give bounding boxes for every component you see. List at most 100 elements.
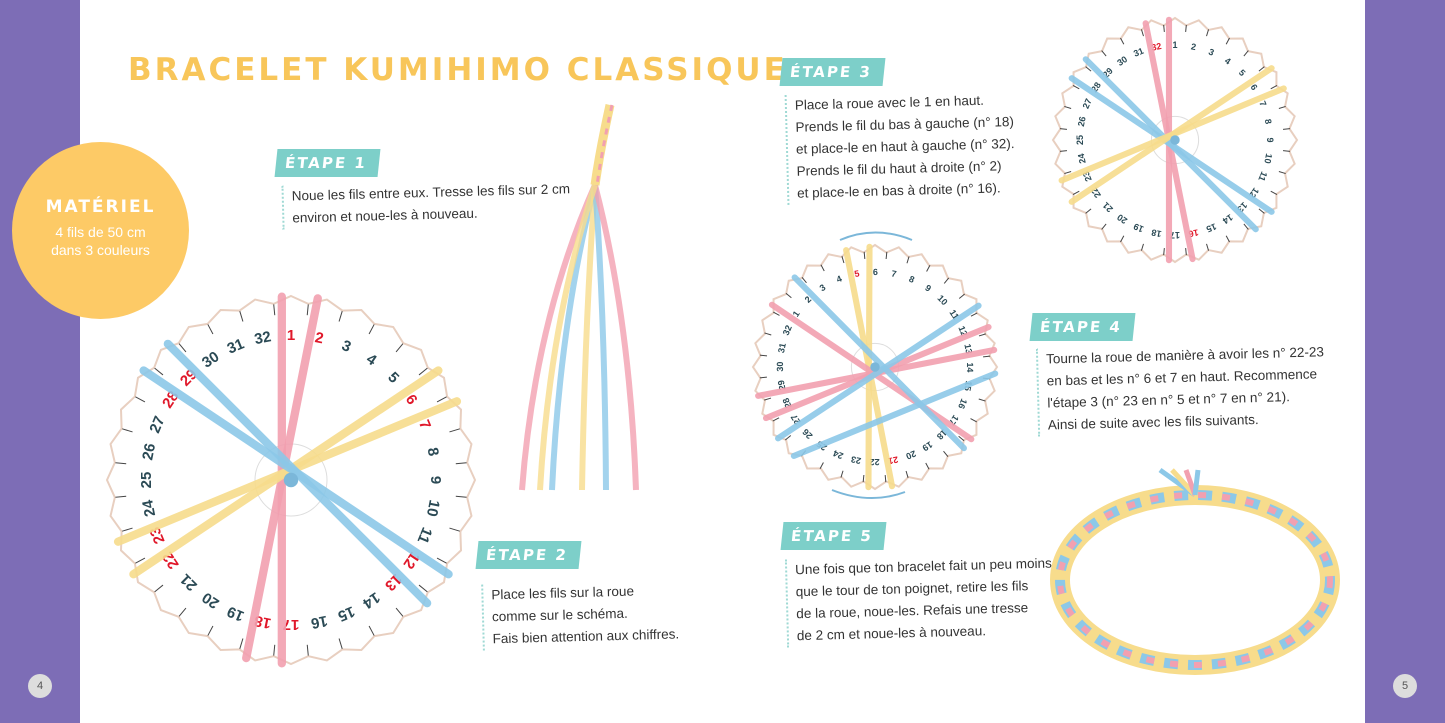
wheel-number: 24	[832, 448, 845, 461]
thread	[791, 274, 967, 452]
wheel-slot	[1185, 247, 1187, 256]
wheel-number: 19	[225, 602, 247, 624]
wheel-number: 1	[791, 309, 802, 319]
wheel-number: 2	[803, 294, 814, 305]
wheel-number: 26	[800, 427, 814, 441]
wheel-number: 1	[287, 327, 295, 344]
wheel-slot	[154, 584, 164, 593]
braid-illustration	[519, 104, 639, 491]
step-5-label: ÉTAPE 5	[780, 522, 887, 550]
wheel-number: 9	[1265, 137, 1275, 142]
wheel-number: 15	[335, 602, 357, 624]
wheel-slot	[820, 264, 825, 272]
step-3-text: Place la roue avec le 1 en haut.Prends l…	[784, 89, 1016, 205]
wheel-slot	[207, 625, 214, 636]
wheel-number: 3	[1207, 47, 1215, 58]
wheel-number: 5	[853, 268, 860, 279]
wheel-number: 23	[850, 454, 862, 466]
thread	[163, 339, 432, 608]
wheel-slot	[970, 418, 977, 423]
step-3-label: ÉTAPE 3	[779, 58, 886, 86]
wheel-slot	[368, 625, 375, 636]
wheel-slot	[764, 332, 772, 336]
wheel-slot	[764, 397, 772, 401]
wheel-slot	[1282, 150, 1291, 152]
page-number-left: 4	[28, 674, 52, 698]
thread	[1058, 85, 1287, 184]
wheel-number: 26	[1076, 116, 1088, 128]
wheel-slot	[1270, 190, 1278, 195]
wheel-number: 32	[253, 328, 273, 348]
wheel-number: 30	[775, 362, 785, 372]
wheel-slot	[1258, 66, 1265, 72]
wheel-slot	[1140, 243, 1144, 251]
thread	[790, 370, 999, 459]
wheel-number: 16	[1188, 227, 1200, 239]
wheel-slot	[1059, 150, 1068, 152]
left-border	[0, 0, 80, 723]
wheel-number: 30	[199, 348, 222, 371]
wheel-slot	[239, 311, 244, 322]
wheel-number: 27	[146, 414, 168, 436]
wheel-number: 31	[1132, 46, 1145, 59]
wheel-slot	[1206, 243, 1210, 251]
wheel-number: 32	[781, 324, 794, 337]
wheel-slot	[1120, 235, 1125, 243]
wheel-number: 21	[1101, 200, 1115, 214]
wheel-number: 25	[1075, 135, 1085, 145]
wheel-slot	[418, 367, 428, 376]
wheel-slot	[1064, 105, 1072, 109]
wheel-slot	[1225, 235, 1230, 243]
page-title: BRACELET KUMIHIMO CLASSIQUE	[128, 52, 788, 88]
material-line: 4 fils de 50 cm	[55, 224, 146, 240]
step-4-label: ÉTAPE 4	[1029, 313, 1136, 341]
wheel-slot	[773, 311, 780, 316]
wheel-slot	[943, 450, 949, 458]
wheel-slot	[306, 644, 309, 656]
wheel-number: 2	[313, 329, 324, 347]
material-badge: MATÉRIEL 4 fils de 50 cm dans 3 couleurs	[12, 142, 189, 319]
wheel-slot	[436, 557, 447, 564]
wheel-number: 9	[923, 283, 933, 294]
wheel-number: 20	[1115, 212, 1129, 226]
wheel-number: 19	[921, 439, 935, 453]
wheel-number: 20	[199, 588, 222, 611]
wheel-number: 8	[908, 274, 916, 285]
bracelet-illustration	[1050, 467, 1340, 675]
thread	[768, 301, 975, 443]
wheel-slot	[449, 428, 460, 433]
wheel-slot	[1163, 24, 1165, 33]
wheel-slot	[395, 343, 404, 353]
wheel-slot	[1085, 208, 1092, 214]
wheel-number: 29	[776, 379, 788, 391]
wheel-slot	[178, 607, 187, 617]
wheel-slot	[978, 398, 986, 402]
knot	[870, 362, 880, 372]
wheel-slot	[840, 470, 844, 478]
thread	[1082, 56, 1259, 233]
wheel-slot	[455, 495, 467, 498]
wheel-slot	[338, 311, 343, 322]
wheel-slot	[368, 324, 375, 335]
wheel-slot	[785, 292, 792, 299]
wheel-slot	[884, 475, 887, 483]
wheel-slot	[1163, 247, 1165, 256]
wheel-slot	[306, 304, 309, 316]
wheel-number: 8	[1263, 118, 1274, 125]
wheel-slot	[885, 251, 888, 260]
wheel-slot	[135, 396, 146, 403]
wheel-slot	[1258, 208, 1265, 214]
wheel-number: 25	[138, 472, 155, 489]
wheel-number: 4	[1223, 55, 1233, 66]
wheel-number: 2	[1190, 41, 1197, 52]
wheel-number: 8	[424, 446, 442, 457]
wheel-number: 7	[890, 268, 897, 279]
wheel-number: 32	[1151, 41, 1163, 53]
wheel-slot	[958, 293, 966, 299]
wheel-number: 3	[818, 282, 828, 293]
wheel-slot	[772, 417, 780, 422]
wheel-slot	[1120, 37, 1125, 45]
wheel-slot	[122, 527, 133, 532]
